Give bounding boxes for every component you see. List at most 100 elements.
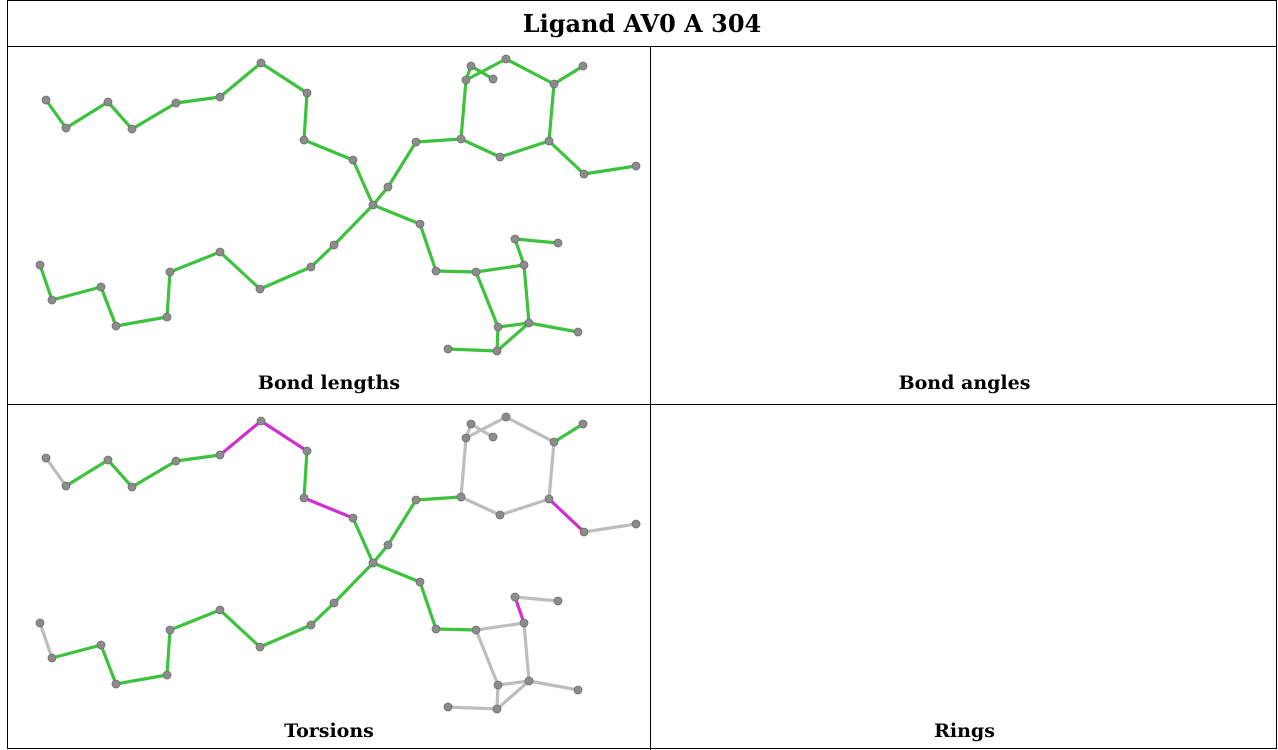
bond-19 [504, 57, 556, 86]
validation-table: Ligand AV0 A 304 Bond lengths Bond angle… [7, 0, 1278, 750]
bond-25 [418, 222, 438, 273]
bond-36 [495, 321, 531, 353]
bond-17 [547, 82, 556, 143]
caption-rings: Rings [934, 720, 995, 742]
bond-18 [552, 422, 585, 444]
bond-37 [332, 561, 375, 605]
atom-25 [431, 624, 441, 634]
bond-3 [130, 101, 178, 131]
bond-16 [582, 522, 638, 534]
atom-29 [553, 238, 563, 248]
bond-lengths-molecule [35, 54, 641, 356]
bond-16 [582, 164, 638, 176]
atom-3 [127, 124, 137, 134]
atom-33 [492, 704, 502, 714]
bond-40 [218, 608, 262, 649]
bond-13 [459, 495, 502, 517]
atom-26 [471, 267, 481, 277]
caption-bond-angles: Bond angles [898, 372, 1031, 394]
atom-32 [493, 680, 503, 690]
bond-2 [106, 100, 134, 131]
atom-31 [573, 685, 583, 695]
bond-9 [351, 158, 375, 207]
bond-45 [50, 643, 103, 660]
atom-17 [631, 519, 641, 529]
atom-23 [488, 432, 498, 442]
atom-35 [329, 240, 339, 250]
atom-10 [368, 200, 378, 210]
bond-41 [168, 608, 222, 632]
atom-19 [578, 61, 588, 71]
atom-27 [519, 260, 529, 270]
atom-9 [348, 155, 358, 165]
atom-2 [103, 455, 113, 465]
atom-40 [162, 670, 172, 680]
bond-20 [464, 415, 508, 440]
bond-15 [547, 497, 586, 534]
atom-18 [549, 437, 559, 447]
bond-41 [168, 250, 222, 274]
atom-34 [443, 702, 453, 712]
atom-7 [302, 88, 312, 98]
table-title: Ligand AV0 A 304 [8, 1, 1276, 47]
atom-7 [302, 446, 312, 456]
panel-bond-angles: Bond angles [651, 47, 1278, 404]
atom-19 [578, 419, 588, 429]
atom-43 [47, 653, 57, 663]
atom-12 [411, 137, 421, 147]
bond-35 [446, 347, 499, 353]
atom-25 [431, 266, 441, 276]
bond-6 [259, 61, 309, 95]
atom-11 [383, 182, 393, 192]
atom-4 [171, 456, 181, 466]
bond-1 [64, 100, 110, 130]
bond-35 [446, 705, 499, 711]
atom-9 [348, 513, 358, 523]
atom-28 [510, 234, 520, 244]
bond-14 [498, 139, 551, 159]
bond-45 [50, 285, 103, 302]
bond-15 [547, 139, 586, 176]
rings-molecule [651, 405, 1278, 750]
bond-11 [386, 140, 418, 189]
bond-11 [386, 498, 418, 547]
column-divider [650, 47, 651, 750]
bond-44 [99, 643, 118, 686]
panel-torsions: Torsions [8, 405, 650, 750]
atom-39 [165, 625, 175, 635]
bond-3 [130, 459, 178, 489]
atom-20 [501, 54, 511, 64]
atom-40 [162, 312, 172, 322]
bond-0 [44, 456, 68, 488]
bond-12 [414, 495, 463, 502]
atom-42 [96, 282, 106, 292]
atom-22 [466, 419, 476, 429]
bond-38 [309, 601, 336, 627]
atom-15 [544, 494, 554, 504]
atom-39 [165, 267, 175, 277]
bond-7 [302, 91, 309, 142]
atom-37 [255, 642, 265, 652]
atom-6 [256, 416, 266, 426]
atom-30 [524, 318, 534, 328]
atom-14 [495, 510, 505, 520]
atom-33 [492, 346, 502, 356]
atom-41 [111, 679, 121, 689]
bond-43 [114, 315, 169, 328]
atom-43 [47, 295, 57, 305]
atom-16 [579, 169, 589, 179]
atom-24 [415, 219, 425, 229]
atom-31 [573, 327, 583, 337]
bond-0 [44, 98, 68, 130]
bond-8 [302, 496, 355, 520]
atom-17 [631, 161, 641, 171]
bond-13 [459, 137, 502, 159]
atom-5 [215, 92, 225, 102]
bond-30 [513, 237, 560, 245]
atom-10 [368, 558, 378, 568]
bond-30 [513, 595, 560, 603]
atom-21 [461, 75, 471, 85]
atom-26 [471, 625, 481, 635]
atom-11 [383, 540, 393, 550]
bond-28 [474, 270, 500, 329]
